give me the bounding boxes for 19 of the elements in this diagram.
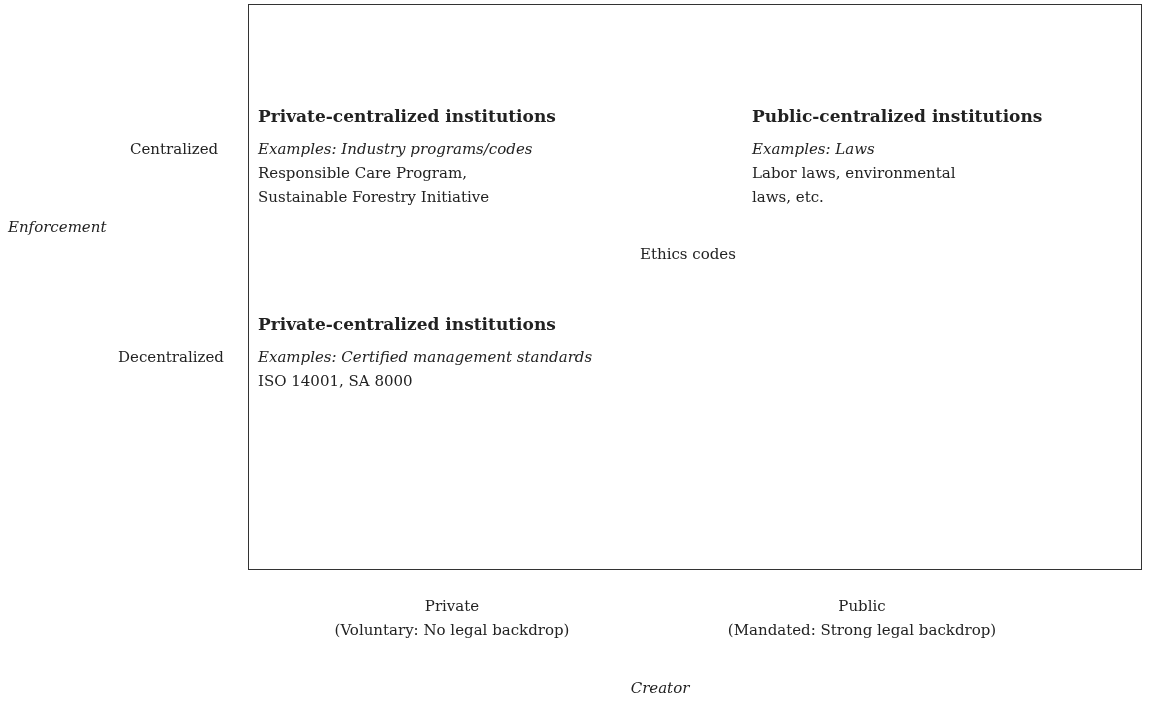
examples-label: Examples: Laws xyxy=(752,139,875,160)
center-label: Ethics codes xyxy=(640,244,736,265)
frame-box xyxy=(248,4,1142,570)
examples-text: Responsible Care Program, Sustainable Forestry Initiative xyxy=(258,163,491,208)
axis-value-note: (Voluntary: No legal backdrop) xyxy=(334,620,570,641)
quadrant-heading: Public-centralized institutions xyxy=(752,105,1043,128)
axis-value-note: (Mandated: Strong legal backdrop) xyxy=(727,620,997,641)
examples-text: Labor laws, environmental laws, etc. xyxy=(752,163,957,208)
axis-value-label: Centralized xyxy=(130,139,219,160)
examples-label: Examples: Certified management standards xyxy=(258,347,593,368)
axis-title: Enforcement xyxy=(8,217,107,238)
examples-text: ISO 14001, SA 8000 xyxy=(258,371,413,392)
axis-value-label: Private xyxy=(424,596,480,617)
quadrant-heading: Private-centralized institutions xyxy=(258,105,556,128)
axis-title: Creator xyxy=(630,678,690,699)
axis-value-label: Decentralized xyxy=(118,347,224,368)
examples-label: Examples: Industry programs/codes xyxy=(258,139,533,160)
quadrant-heading: Private-centralized institutions xyxy=(258,313,556,336)
axis-value-label: Public xyxy=(838,596,886,617)
